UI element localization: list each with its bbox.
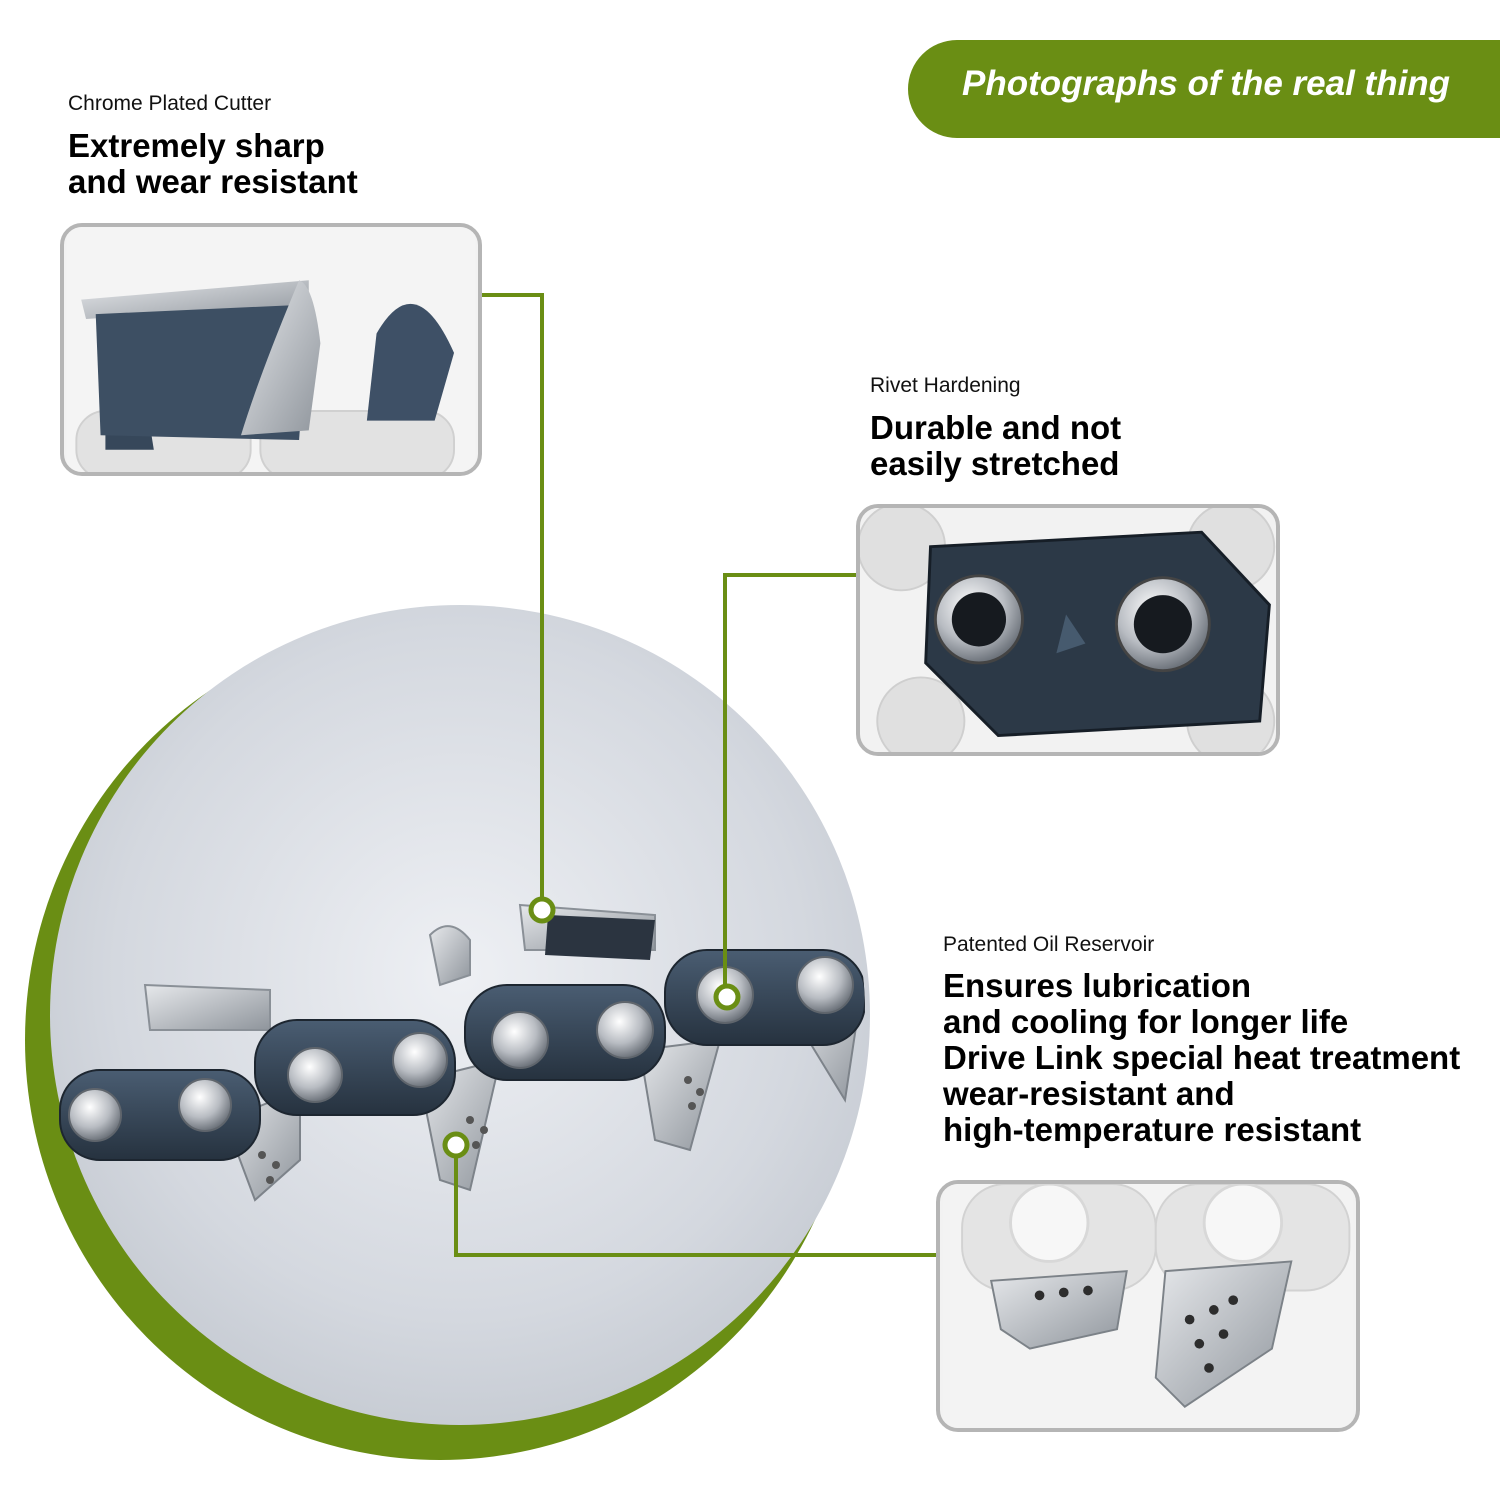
drive-link-closeup-photo <box>936 1180 1360 1432</box>
feature-oil-label: Patented Oil Reservoir <box>943 933 1155 956</box>
headline-line: Drive Link special heat treatment <box>943 1039 1461 1076</box>
chain-links <box>59 903 865 1202</box>
headline-line: high-temperature resistant <box>943 1111 1362 1148</box>
feature-cutter-headline: Extremely sharp and wear resistant <box>68 128 358 200</box>
rivet-closeup-photo <box>856 504 1280 756</box>
feature-cutter-label: Chrome Plated Cutter <box>68 92 272 115</box>
banner-text: Photographs of the real thing <box>962 64 1451 103</box>
headline-line: Durable and not <box>870 409 1122 446</box>
feature-rivet-headline: Durable and not easily stretched <box>870 410 1121 482</box>
headline-line: easily stretched <box>870 445 1120 482</box>
headline-line: and wear resistant <box>68 163 358 200</box>
banner: Photographs of the real thing <box>908 40 1500 138</box>
headline-line: and cooling for longer life <box>943 1003 1349 1040</box>
feature-rivet-label: Rivet Hardening <box>870 374 1021 397</box>
cutter-closeup-photo <box>60 223 482 476</box>
headline-line: Ensures lubrication <box>943 967 1252 1004</box>
headline-line: wear-resistant and <box>943 1075 1235 1112</box>
headline-line: Extremely sharp <box>68 127 325 164</box>
feature-oil-headline: Ensures lubrication and cooling for long… <box>943 968 1460 1148</box>
